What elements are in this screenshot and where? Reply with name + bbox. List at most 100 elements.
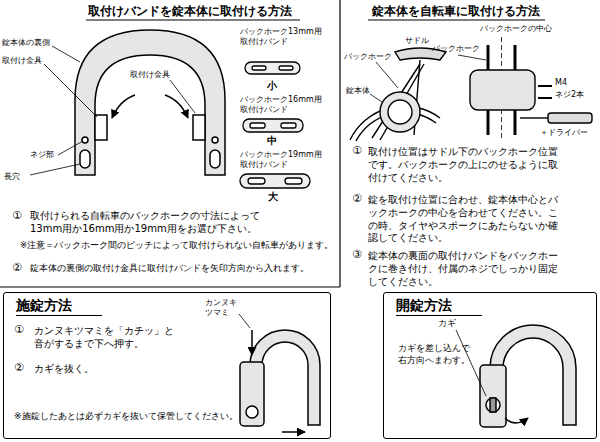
part-label: カンヌキ ツマミ <box>205 298 241 318</box>
part-label: 長穴 <box>4 172 20 182</box>
step-number: ① <box>12 209 22 223</box>
action-arrow <box>505 418 528 423</box>
divider-line <box>86 19 300 20</box>
insert-arrow <box>112 95 188 118</box>
lock-back-view <box>95 115 107 140</box>
ring-lock <box>240 362 264 426</box>
lock-back-view <box>82 137 88 143</box>
mounting-band <box>243 119 303 132</box>
leader-line <box>376 62 398 88</box>
action-arrow <box>282 431 305 433</box>
size-mark: 大 <box>268 191 278 204</box>
ring-lock <box>240 330 320 426</box>
mounting-band <box>248 178 265 184</box>
lock-back-view <box>80 150 90 168</box>
step-number: ③ <box>352 248 362 262</box>
bicycle-rear <box>388 100 412 124</box>
mounting-band <box>279 66 293 70</box>
part-label: 錠本体 <box>346 86 370 96</box>
size-mark: 小 <box>267 80 277 93</box>
ring-lock <box>490 398 496 412</box>
part-label: 取付け金具 <box>130 70 170 80</box>
action-arrow <box>505 418 528 423</box>
lock-back-view <box>75 30 225 175</box>
step-number: ① <box>14 323 24 337</box>
section-heading: 錠本体を自転車に取付ける方法 <box>372 4 540 19</box>
lock-back-view <box>210 150 220 168</box>
part-label: M4 <box>555 78 567 88</box>
action-arrow <box>252 330 305 432</box>
lock-back-view <box>212 137 218 143</box>
step-text: 錠を取付け位置に合わせ、錠本体中心とバ ックホークの中心を合わせてください。こ … <box>368 194 562 245</box>
leader-line <box>30 46 195 175</box>
box-title: 開錠方法 <box>396 297 482 316</box>
mounting-band <box>252 66 266 70</box>
divider-line <box>0 286 340 287</box>
callout-text: カギを差し込んで 右方向へまわす。 <box>398 343 474 366</box>
lock-back-view <box>75 30 225 175</box>
section-heading: 取付けバンドを錠本体に取付ける方法 <box>88 4 292 19</box>
mounting-band <box>281 123 296 128</box>
step-text: カギを抜く。 <box>34 363 94 376</box>
band-label: バックホーク16mm用 取付けバンド <box>240 95 324 115</box>
fork-closeup <box>538 85 552 87</box>
leader-line <box>370 94 382 102</box>
step-number: ② <box>352 192 362 206</box>
step-text: 取付けられる自転車のバックホークの寸法によって 13mm用か16mm用か19mm… <box>30 210 264 236</box>
ring-lock <box>246 406 258 418</box>
fork-closeup <box>470 37 592 140</box>
fork-closeup <box>520 117 548 118</box>
ring-lock <box>486 398 500 412</box>
box-title: 施錠方法 <box>16 297 102 316</box>
fork-closeup <box>470 70 535 110</box>
part-label: 錠本体の裏側 <box>2 38 50 48</box>
step-number: ① <box>352 144 362 158</box>
leader-line <box>44 64 97 117</box>
fork-closeup <box>538 97 552 99</box>
leader-line <box>239 314 250 328</box>
leader-line <box>52 46 80 62</box>
bicycle-rear <box>380 64 424 140</box>
part-label: 取付け金具 <box>2 56 42 66</box>
mounting-band <box>285 178 302 184</box>
insert-arrow <box>112 95 135 118</box>
step-number: ② <box>12 261 22 275</box>
leader-line <box>170 80 195 113</box>
divider-line <box>368 19 545 20</box>
bicycle-rear <box>380 92 420 132</box>
part-label: ＋ドライバー <box>540 128 588 138</box>
fork-closeup <box>548 113 592 123</box>
note-text: ※注意＝バックホーク間のピッチによって取付けられない自転車があります。 <box>20 240 333 251</box>
part-label: バックホーク <box>432 44 480 54</box>
band-label: バックホーク13mm用 取付けバンド <box>240 27 324 47</box>
mounting-band <box>240 174 310 188</box>
leader-line <box>458 55 486 60</box>
part-label: バックホーク <box>344 52 392 62</box>
step-text: 錠本体の裏側の取付け金具に取付けバンドを矢印方向から入れます。 <box>30 263 309 275</box>
step-number: ② <box>14 361 24 375</box>
step-text: 錠本体の裏面の取付けバンドをバックホー クに巻き付け、付属のネジでしっかり固定 … <box>368 250 562 288</box>
divider-line <box>339 0 340 287</box>
step-text: 取付け位置はサドル下のバックホーク位置 です。バックホークの上にのせるように取 … <box>368 146 562 184</box>
mounting-band <box>250 123 265 128</box>
mounting-band <box>245 62 300 74</box>
step-text: カンヌキツマミを「カチッ」と 音がするまで下へ押す。 <box>34 325 178 351</box>
action-arrow <box>251 330 253 355</box>
bicycle-rear <box>372 64 420 138</box>
leader-line <box>370 55 486 102</box>
part-label: ネジ部 <box>30 150 54 160</box>
ring-lock <box>480 325 576 427</box>
note-text: ※施錠したあとは必ずカギを抜いて保管してください。 <box>14 411 238 423</box>
insert-arrow <box>165 95 188 118</box>
part-label: カギ <box>438 318 456 330</box>
method-box: 施錠方法 ① カンヌキツマミを「カチッ」と 音がするまで下へ押す。 ② カギを抜く。 ※施… <box>3 292 331 439</box>
band-label: バックホーク19mm用 取付けバンド <box>240 150 324 170</box>
method-box: 開錠方法 <box>383 292 597 439</box>
part-label: ネジ2本 <box>555 90 584 100</box>
leader-line <box>58 141 83 155</box>
part-label: バックホークの中心 <box>480 24 552 34</box>
leader-line <box>239 314 250 328</box>
lock-back-view <box>193 115 205 140</box>
part-label: サドル <box>405 36 429 46</box>
